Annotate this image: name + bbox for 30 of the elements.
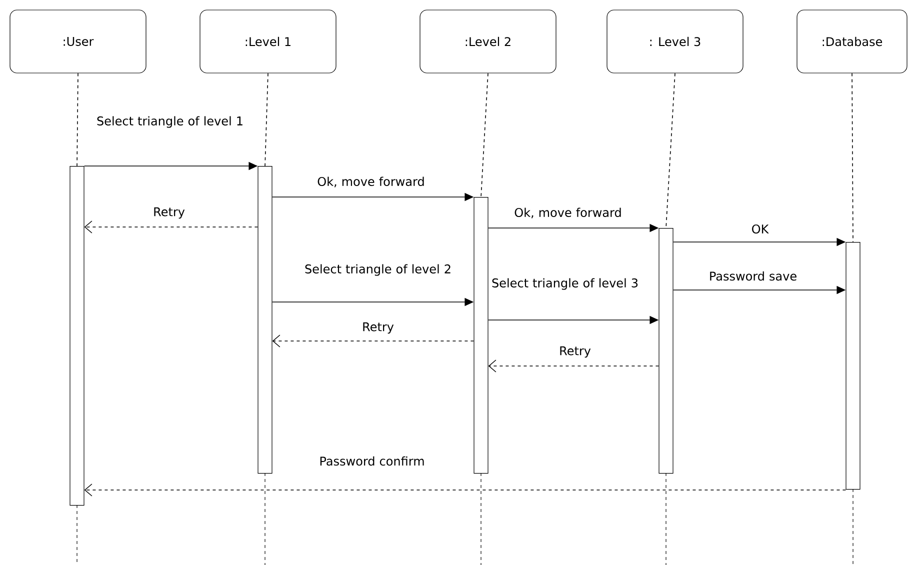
edge-label: OK <box>752 224 769 234</box>
edge-label: Password save <box>710 271 796 281</box>
edge-label: Retry <box>560 346 591 358</box>
activation-bar <box>70 166 84 506</box>
lifeline <box>76 72 78 166</box>
lifeline <box>666 72 676 228</box>
lifeline <box>264 72 268 166</box>
message-arrow <box>488 360 660 372</box>
lifeline-header: :Level 2 <box>420 10 556 74</box>
edge-label: Select triangle of level 2 <box>305 264 450 276</box>
edge-label: Ok, move forward <box>318 176 424 188</box>
activation-bar <box>658 228 674 474</box>
edge-label: Retry <box>363 322 394 334</box>
message-arrow <box>84 484 846 496</box>
edge-label: Ok, move forward <box>514 208 621 218</box>
edge-label: Password confirm <box>320 456 424 466</box>
activation-bar <box>846 242 860 490</box>
lifeline <box>480 72 488 198</box>
message-arrow <box>272 334 474 348</box>
activation-bar <box>474 197 488 474</box>
edge-label: Select triangle of level 3 <box>492 278 638 290</box>
edge-label: Retry <box>154 207 185 219</box>
activation-bar <box>258 166 272 474</box>
lifeline <box>852 72 854 242</box>
message-arrow <box>84 220 258 234</box>
lifeline-header: :User <box>10 10 146 74</box>
lifeline-header: :Database <box>796 10 908 74</box>
lifeline-header: : Level 3 <box>606 10 744 74</box>
edge-label: Select triangle of level 1 <box>97 116 242 128</box>
lifeline-header: :Level 1 <box>200 10 336 74</box>
